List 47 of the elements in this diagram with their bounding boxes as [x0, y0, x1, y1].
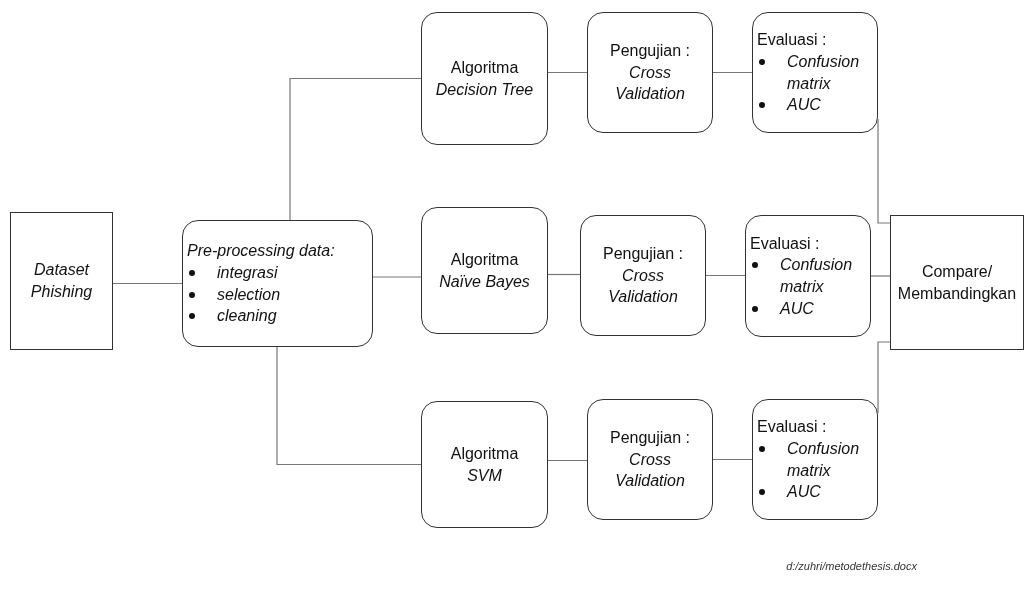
box-label: Algoritma Naïve Bayes — [438, 249, 531, 292]
file-path-note: d:/zuhri/metodethesis.docx — [786, 560, 917, 572]
connector-line — [705, 274, 746, 277]
connector-line — [877, 118, 891, 224]
box-label: Compare/ Membandingkan — [896, 261, 1018, 304]
process-box — [421, 401, 548, 528]
bullet-item: AUC — [787, 482, 821, 503]
box-label: Algoritma Decision Tree — [434, 57, 535, 100]
bullet-item: cleaning — [217, 306, 277, 327]
box-label: Dataset Phishing — [29, 260, 94, 302]
bullet-item: integrasi — [217, 262, 278, 283]
connector-line — [547, 273, 581, 276]
connector-line — [712, 458, 753, 461]
connector-line — [112, 282, 183, 285]
process-box — [587, 399, 713, 520]
bullet-item: AUC — [780, 298, 814, 319]
bullet-item: Confusion matrix — [787, 438, 861, 481]
box-label: Algoritma SVM — [449, 443, 520, 486]
box-label: Pengujian : Cross Validation — [608, 428, 692, 492]
connector-line — [372, 276, 422, 278]
connector-line — [712, 71, 753, 74]
connector-line — [547, 71, 588, 74]
connector-line — [877, 341, 891, 414]
bullet-item: selection — [217, 284, 281, 305]
box-heading: Evaluasi : — [756, 30, 828, 51]
process-box — [182, 220, 373, 347]
data-box — [10, 212, 113, 350]
data-box — [890, 215, 1024, 350]
process-box — [421, 12, 548, 145]
connector-line — [276, 346, 422, 466]
box-heading: Evaluasi : — [756, 417, 828, 438]
box-label: Pengujian : Cross Validation — [608, 41, 692, 105]
process-box — [745, 215, 871, 337]
process-box — [587, 12, 713, 133]
process-box — [752, 12, 878, 133]
connector-line — [547, 459, 588, 462]
process-box — [421, 207, 548, 334]
bullet-item: AUC — [787, 95, 821, 116]
connector-line — [289, 77, 422, 221]
box-label: Pengujian : Cross Validation — [601, 244, 685, 308]
bullet-item: Confusion matrix — [787, 51, 861, 94]
process-box — [752, 399, 878, 520]
box-heading: Pre-processing data: — [186, 241, 336, 262]
connector-line — [870, 275, 891, 277]
bullet-item: Confusion matrix — [780, 255, 854, 297]
box-heading: Evaluasi : — [749, 233, 821, 254]
process-box — [580, 215, 706, 336]
